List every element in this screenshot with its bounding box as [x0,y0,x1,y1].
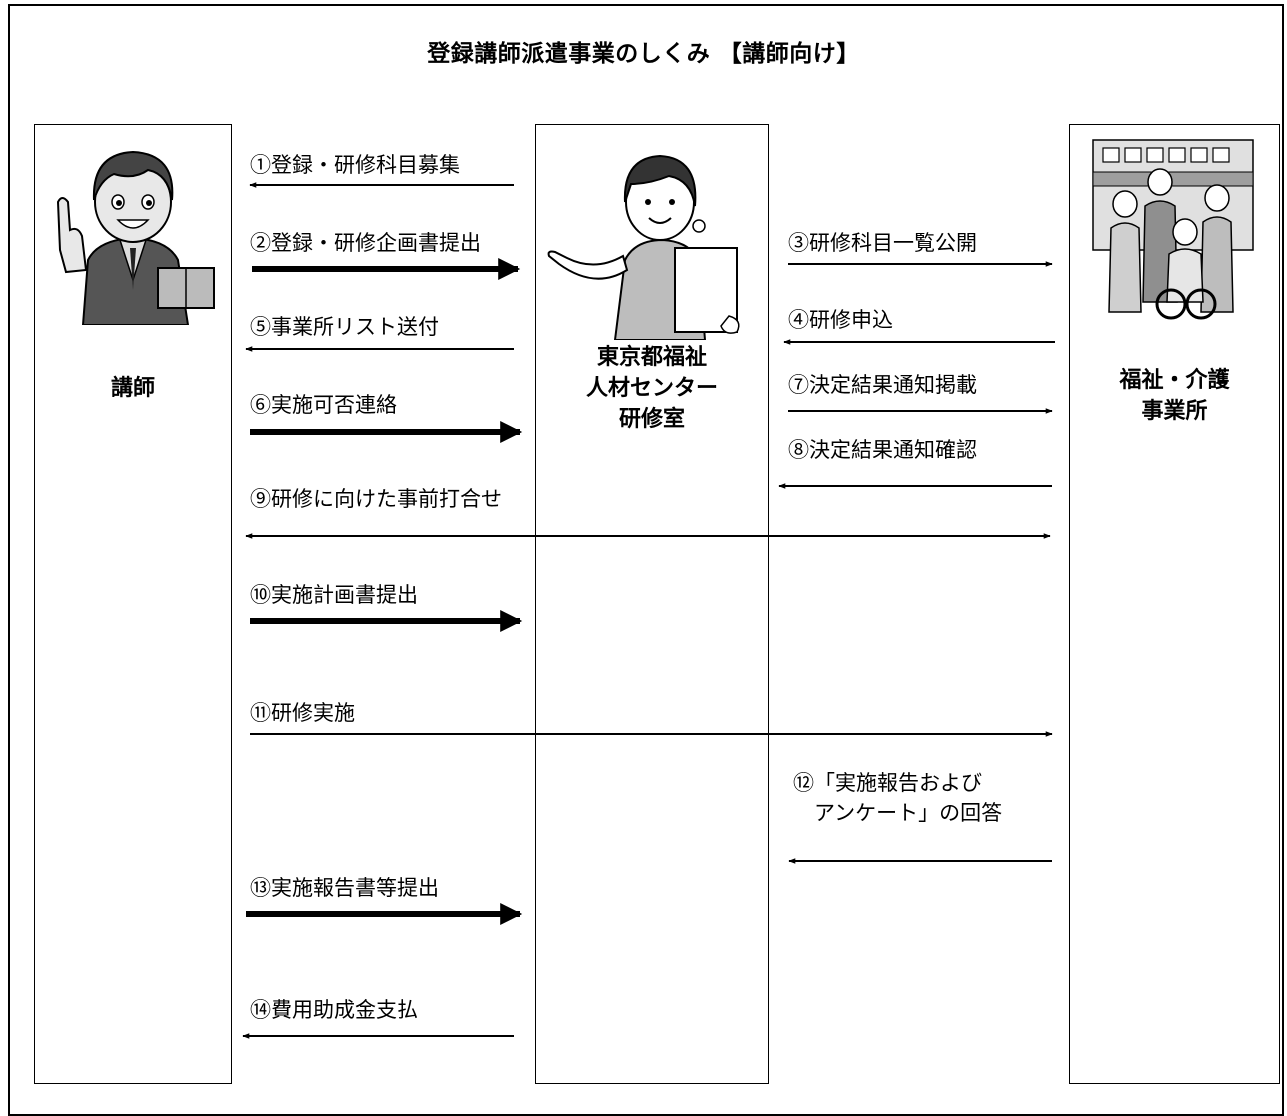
step-label: ④研修申込 [788,308,893,332]
lecturer-illustration [56,150,215,325]
facility-illustration [1092,139,1254,320]
step-label: ⑭費用助成金支払 [250,998,418,1022]
center-label: 東京都福祉 人材センター 研修室 [585,345,718,432]
lecturer-label: 講師 [110,376,155,401]
step-label: ⑨研修に向けた事前打合せ [250,487,502,511]
center-column [535,124,769,1084]
step-label: ⑦決定結果通知掲載 [788,373,977,397]
step-label: ⑤事業所リスト送付 [250,315,439,339]
step-label: ⑧決定結果通知確認 [788,438,977,462]
facility-label: 福祉・介護 事業所 [1119,368,1230,424]
step-label: ①登録・研修科目募集 [250,153,460,177]
step-label: ⑫「実施報告および アンケート」の回答 [793,771,1003,825]
step-label: ⑩実施計画書提出 [250,583,418,607]
step-label: ⑪研修実施 [250,701,355,725]
step-label: ⑥実施可否連絡 [250,393,397,417]
step-label: ②登録・研修企画書提出 [250,231,481,255]
lecturer-column [34,124,232,1084]
center-staff-illustration [547,154,740,340]
facility-column [1069,124,1280,1084]
step-label: ⑬実施報告書等提出 [250,876,439,900]
diagram-title: 登録講師派遣事業のしくみ 【講師向け】 [427,41,860,67]
step-label: ③研修科目一覧公開 [788,231,977,255]
